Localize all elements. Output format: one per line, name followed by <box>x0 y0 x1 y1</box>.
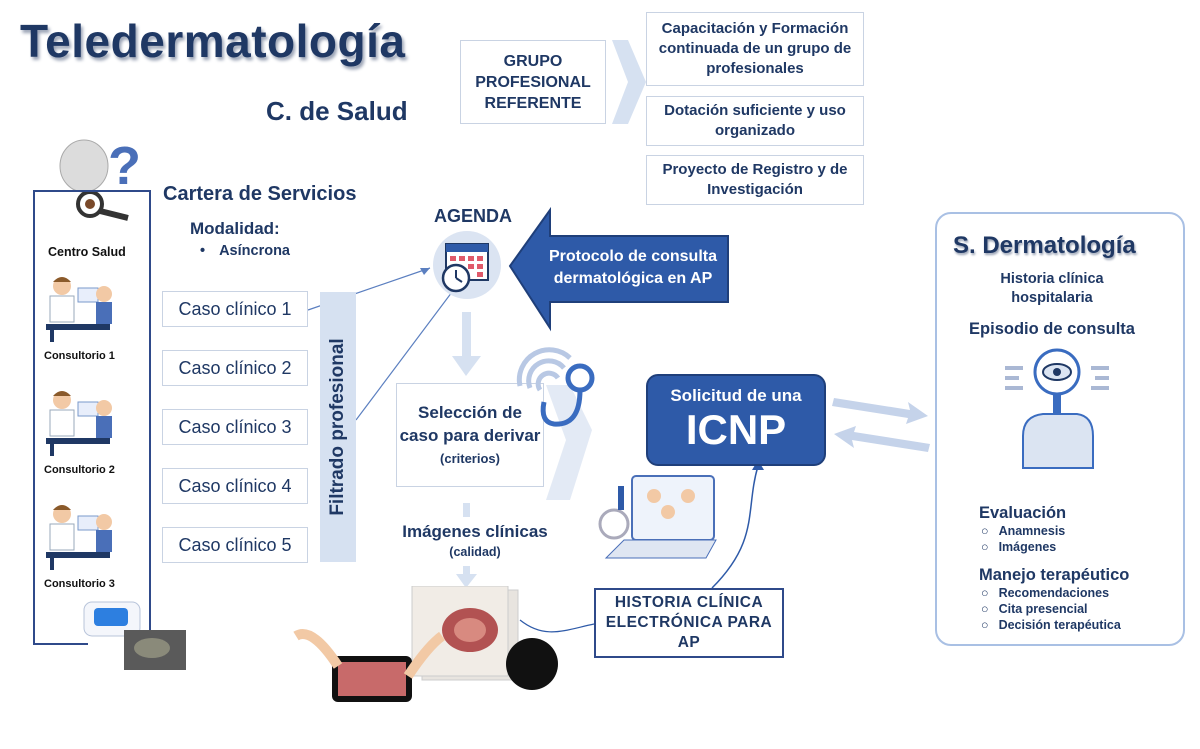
historia-hospitalaria: Historia clínica hospitalaria <box>1000 271 1104 306</box>
seleccion-caso-box: Selección de caso para derivar (criterio… <box>396 383 544 487</box>
svg-text:?: ? <box>108 136 141 196</box>
seleccion-sub: (criterios) <box>440 450 500 466</box>
evaluacion-item-2: ○Imágenes <box>981 540 1057 554</box>
consultorio-1-label: Consultorio 1 <box>44 350 115 362</box>
manejo-item-2: ○Cita presencial <box>981 602 1088 616</box>
centro-salud-label: Centro Salud <box>48 245 126 259</box>
clinical-photo-icon <box>293 586 558 702</box>
modalidad-label: Modalidad: <box>190 219 280 238</box>
icnp-top: Solicitud de una <box>670 386 802 405</box>
caso-clinico-5: Caso clínico 5 <box>162 527 308 563</box>
caso-clinico-3: Caso clínico 3 <box>162 409 308 445</box>
dotacion-box: Dotación suficiente y uso organizado <box>646 96 864 146</box>
sderma-title: S. Dermatología <box>953 232 1136 259</box>
doctor-patient-icon <box>46 391 112 456</box>
page-title: Teledermatología <box>20 15 406 67</box>
consultorio-2-label: Consultorio 2 <box>44 464 115 476</box>
caso-clinico-2: Caso clínico 2 <box>162 350 308 386</box>
grupo-profesional-box: GRUPO PROFESIONAL REFERENTE <box>460 40 606 124</box>
evaluacion-label: Evaluación <box>979 504 1067 522</box>
imagenes-sub: (calidad) <box>449 545 501 559</box>
manejo-item-3: ○Decisión terapéutica <box>981 618 1121 632</box>
manejo-item-1: ○Recomendaciones <box>981 586 1110 600</box>
stethoscope-icon <box>516 347 595 427</box>
protocolo-label: Protocolo de consulta dermatológica en A… <box>548 248 717 287</box>
consultorio-3-label: Consultorio 3 <box>44 578 115 590</box>
manejo-label: Manejo terapéutico <box>979 566 1130 584</box>
icnp-main: ICNP <box>685 406 787 453</box>
page-subtitle: C. de Salud <box>266 96 408 126</box>
caso-clinico-4: Caso clínico 4 <box>162 468 308 504</box>
caso-clinico-1: Caso clínico 1 <box>162 291 308 327</box>
capacitacion-box: Capacitación y Formación continuada de u… <box>646 12 864 86</box>
dermatoscope-icon <box>83 601 186 670</box>
centro-salud-frame <box>33 190 151 643</box>
historia-ap-box: HISTORIA CLÍNICA ELECTRÓNICA PARA AP <box>594 588 784 658</box>
doctor-patient-icon <box>46 277 112 342</box>
agenda-label: AGENDA <box>434 206 513 226</box>
telemedicine-laptop-icon <box>598 475 717 559</box>
eye-magnifier-icon <box>1005 348 1109 469</box>
calendar-clock-icon <box>433 231 501 299</box>
imagenes-label: Imágenes clínicas <box>402 522 548 541</box>
evaluacion-item-1: ○Anamnesis <box>981 524 1066 538</box>
cartera-title: Cartera de Servicios <box>163 183 357 205</box>
doctor-patient-icon <box>46 505 112 570</box>
protocolo-arrow <box>508 206 729 332</box>
filtrado-profesional-bar: Filtrado profesional <box>320 292 356 562</box>
servicio-dermatologia-panel: S. Dermatología Historia clínica hospita… <box>935 212 1185 646</box>
modalidad-item: •Asíncrona <box>200 243 290 259</box>
seleccion-main: Selección de caso para derivar <box>399 402 541 445</box>
episodio-label: Episodio de consulta <box>969 320 1135 338</box>
question-head-icon: ? <box>59 136 141 221</box>
proyecto-box: Proyecto de Registro y de Investigación <box>646 155 864 205</box>
icnp-box: Solicitud de una ICNP <box>646 374 826 466</box>
